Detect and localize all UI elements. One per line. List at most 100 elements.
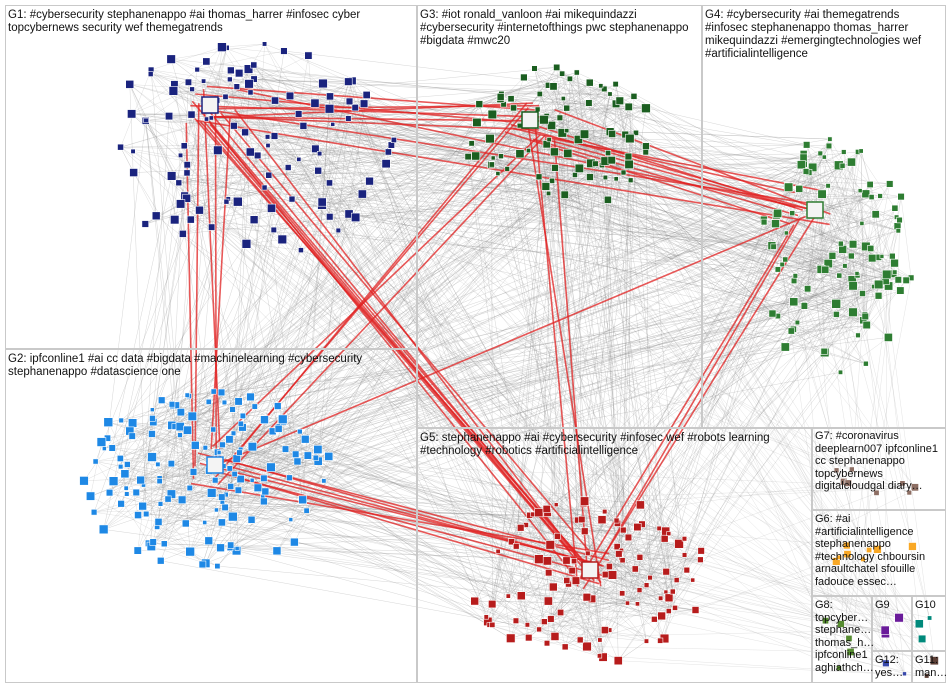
- edge: [282, 138, 491, 240]
- panel-g8: [812, 596, 872, 683]
- edge: [839, 244, 854, 276]
- edge: [90, 496, 218, 567]
- edge: [298, 55, 309, 115]
- node: [506, 633, 516, 643]
- edge: [520, 269, 778, 528]
- node: [535, 173, 543, 181]
- edge: [820, 153, 876, 215]
- group-label-g10: G10: [915, 599, 936, 611]
- node: [600, 626, 609, 634]
- edge: [192, 271, 895, 417]
- edge: [152, 301, 794, 410]
- node: [472, 117, 482, 127]
- edge: [875, 183, 890, 215]
- node: [800, 302, 808, 310]
- edge: [158, 210, 200, 522]
- node: [821, 617, 829, 625]
- edge: [190, 136, 268, 220]
- edge: [223, 255, 852, 467]
- edge: [609, 93, 840, 669]
- node: [351, 104, 359, 112]
- edge: [142, 155, 181, 507]
- edge: [226, 151, 389, 202]
- node: [613, 176, 619, 182]
- edge: [107, 120, 146, 439]
- node: [910, 483, 919, 492]
- edge: [566, 88, 605, 131]
- edge: [240, 478, 511, 639]
- edge: [329, 96, 844, 482]
- edge: [188, 82, 227, 202]
- edge: [158, 507, 226, 523]
- edge: [794, 269, 822, 282]
- edge: [107, 416, 193, 439]
- edge: [763, 222, 841, 373]
- edge: [875, 214, 886, 281]
- edge: [612, 559, 701, 576]
- edge: [851, 208, 896, 257]
- edge: [547, 512, 665, 539]
- edge: [159, 478, 190, 489]
- edge: [124, 391, 214, 474]
- edge: [174, 84, 330, 184]
- edge: [604, 88, 609, 200]
- node: [464, 153, 472, 161]
- edge: [171, 316, 866, 426]
- node: [495, 548, 501, 554]
- edge: [212, 454, 296, 495]
- edge: [803, 164, 851, 652]
- edge: [267, 145, 323, 206]
- node: [345, 115, 352, 122]
- edge: [562, 103, 617, 134]
- edge: [229, 153, 821, 548]
- edge: [564, 550, 702, 648]
- edge: [208, 185, 829, 471]
- edge: [601, 196, 872, 520]
- node: [886, 180, 894, 188]
- edge: [763, 145, 830, 220]
- edge: [240, 174, 576, 450]
- edge: [185, 391, 214, 524]
- edge-highlight: [191, 100, 602, 584]
- node: [697, 547, 705, 555]
- edge: [184, 193, 363, 196]
- node: [227, 76, 233, 83]
- node: [624, 102, 633, 111]
- edge: [93, 488, 127, 513]
- edge: [282, 151, 389, 240]
- node: [774, 266, 781, 273]
- edge: [563, 98, 647, 642]
- edge: [771, 145, 830, 246]
- edge: [202, 502, 223, 565]
- node: [296, 156, 302, 162]
- node: [554, 532, 561, 540]
- edge-highlight: [532, 138, 799, 217]
- node: [125, 80, 135, 89]
- edge: [544, 591, 673, 622]
- edge: [300, 117, 561, 251]
- edge: [617, 530, 666, 547]
- edge-highlight: [223, 464, 603, 567]
- edge: [186, 172, 265, 479]
- node: [615, 550, 623, 558]
- edge: [223, 465, 628, 604]
- edge: [554, 151, 805, 307]
- edge: [513, 107, 647, 642]
- node: [236, 449, 243, 456]
- node: [773, 208, 783, 218]
- edge: [546, 528, 660, 644]
- edge: [553, 86, 631, 181]
- edge: [171, 219, 192, 495]
- edge: [820, 153, 825, 353]
- node: [234, 397, 243, 406]
- edge: [607, 152, 920, 624]
- edge: [510, 629, 886, 639]
- edge: [145, 120, 157, 216]
- node: [571, 576, 581, 585]
- node: [794, 319, 800, 326]
- edge: [225, 316, 866, 495]
- edge: [649, 543, 680, 578]
- edge: [216, 47, 223, 101]
- node: [189, 468, 198, 476]
